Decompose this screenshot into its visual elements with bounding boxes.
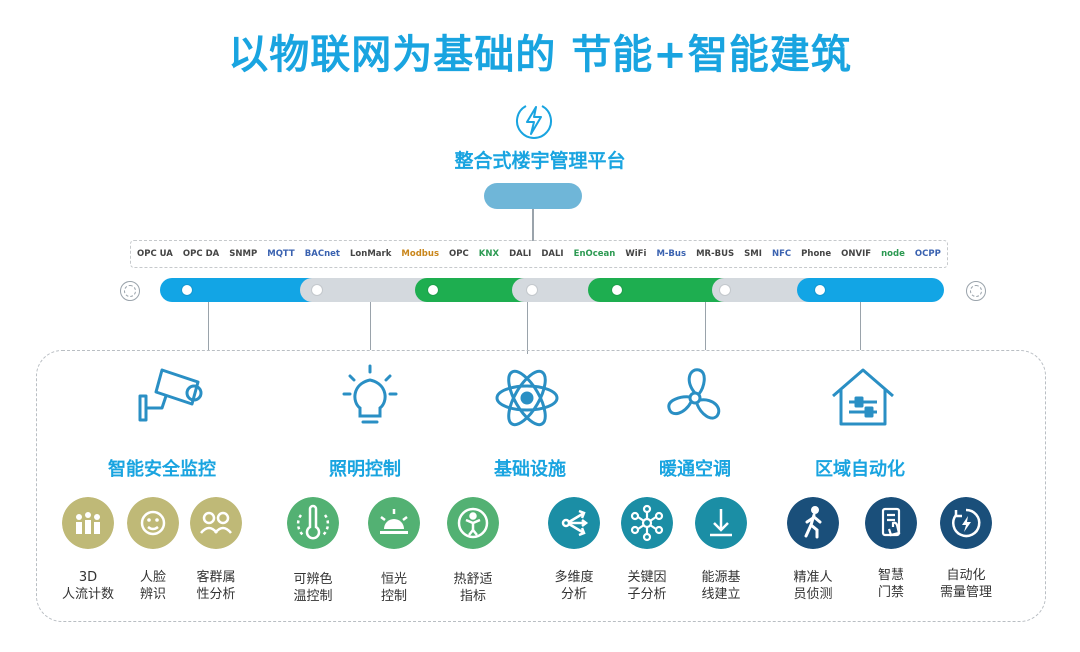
protocol-logo: EnOcean: [573, 249, 616, 259]
feature-label: 热舒适指标: [453, 572, 493, 604]
sunrise-icon: [368, 497, 420, 549]
bus-node: [815, 285, 825, 295]
feature-label: 自动化需量管理: [939, 568, 992, 600]
connector-line: [370, 302, 371, 350]
connector-line: [860, 302, 861, 350]
protocol-logo: ONVIF: [841, 249, 872, 259]
category-label-lighting: 照明控制: [329, 459, 401, 480]
feature-label: 可辨色温控制: [293, 572, 333, 604]
category-label-security: 智能安全监控: [108, 459, 216, 480]
platform-connector: [532, 209, 534, 241]
connector-line: [208, 302, 209, 350]
feature-label: 关键因子分析: [627, 570, 667, 602]
protocol-logo: KNX: [478, 249, 500, 259]
walking-person-icon: [787, 497, 839, 549]
protocol-logo: DALI: [541, 249, 564, 259]
bus-end-ring: [120, 281, 140, 301]
access-card-icon: [865, 497, 917, 549]
feature-label: 多维度分析: [554, 570, 594, 602]
feature-label: 智慧门禁: [877, 568, 904, 600]
protocol-logo: SMI: [744, 249, 762, 259]
bus-node: [720, 285, 730, 295]
atom-icon: [495, 369, 559, 427]
face-icon: [127, 497, 179, 549]
protocol-logo: Modbus: [401, 249, 439, 259]
platform-node: [484, 183, 582, 209]
home-sliders-icon: [832, 368, 894, 426]
network-icon: [621, 497, 673, 549]
feature-label: 客群属性分析: [196, 570, 236, 602]
bus-end-ring: [966, 281, 986, 301]
bus-node: [312, 285, 322, 295]
protocol-logo: M-Bus: [656, 249, 687, 259]
protocol-logo: SNMP: [229, 249, 258, 259]
arrows-out-icon: [548, 497, 600, 549]
protocol-logo: Phone: [801, 249, 832, 259]
crowd-icon: [62, 497, 114, 549]
protocol-logo: MQTT: [267, 249, 295, 259]
feature-label: 精准人员侦测: [793, 570, 833, 602]
protocol-logo: OPC DA: [182, 249, 220, 259]
systems-panel: [36, 350, 1046, 622]
group-icon: [190, 497, 242, 549]
protocol-logo: node: [881, 249, 905, 259]
protocol-strip: OPC UA OPC DA SNMP MQTT BACnet LonMark M…: [130, 240, 948, 268]
category-label-zone-automation: 区域自动化: [815, 459, 905, 480]
protocol-logo: DALI: [509, 249, 532, 259]
protocol-logo: OPC: [449, 249, 469, 259]
light-bulb-icon: [342, 364, 398, 424]
security-camera-icon: [138, 368, 203, 422]
feature-label: 恒光控制: [380, 572, 407, 604]
download-baseline-icon: [695, 497, 747, 549]
protocol-logo: OCPP: [914, 249, 941, 259]
bus-node: [612, 285, 622, 295]
protocol-logo: WiFi: [625, 249, 647, 259]
protocol-logo: OPC UA: [137, 249, 173, 259]
feature-label: 人脸辨识: [139, 570, 166, 602]
thermometer-icon: [287, 497, 339, 549]
bus-node: [527, 285, 537, 295]
comfort-person-icon: [447, 497, 499, 549]
power-cycle-icon: [940, 497, 992, 549]
feature-label: 能源基线建立: [701, 570, 741, 602]
page-title: 以物联网为基础的 节能+智能建筑: [228, 32, 852, 78]
bus-node: [428, 285, 438, 295]
protocol-logo: MR-BUS: [696, 249, 735, 259]
protocol-logo: LonMark: [350, 249, 392, 259]
connector-line: [705, 302, 706, 350]
protocol-logo: BACnet: [304, 249, 340, 259]
connector-line: [527, 302, 528, 354]
category-label-infrastructure: 基础设施: [494, 459, 566, 480]
platform-label: 整合式楼宇管理平台: [454, 150, 626, 172]
protocol-logo: NFC: [771, 249, 792, 259]
bus-node: [182, 285, 192, 295]
category-label-hvac: 暖通空调: [659, 459, 731, 480]
fan-icon: [667, 368, 721, 420]
lightning-circle-icon: [516, 105, 552, 139]
